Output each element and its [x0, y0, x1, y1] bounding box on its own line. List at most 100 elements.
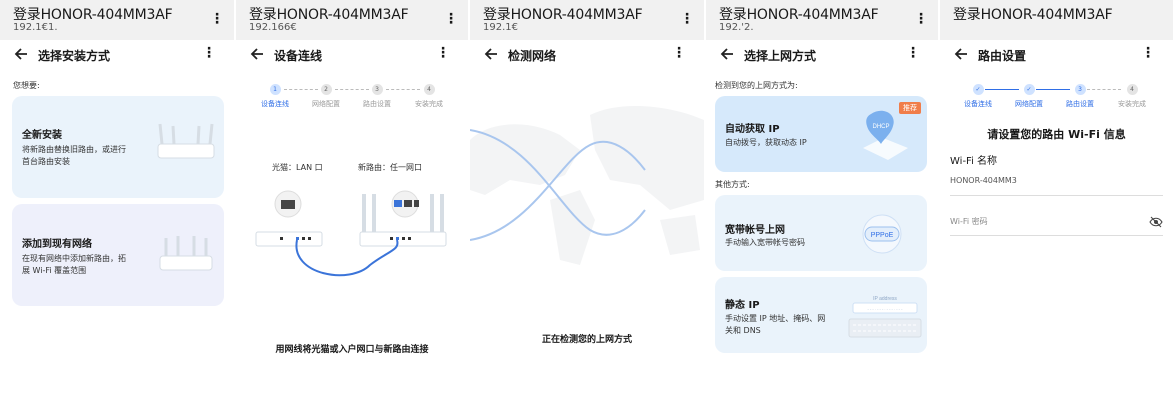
desc-line: 在现有网络中添加新路由，拓 [22, 254, 126, 263]
step-check-icon: ✓ [972, 84, 984, 95]
option-title: 全新安装 [22, 130, 62, 141]
step-number: 4 [1126, 84, 1138, 95]
wifi-password-field[interactable]: Wi-Fi 密码 [950, 216, 1163, 236]
window-title: 登录HONOR-404MM3AF [13, 7, 173, 23]
step-number: 1 [269, 84, 281, 95]
router-illustration [157, 123, 215, 159]
browser-title-bar: 登录HONOR-404MM3AF 192.166€ ⋮ [236, 0, 468, 40]
more-options-icon[interactable]: ⋮ [436, 45, 450, 61]
browser-menu-icon[interactable]: ⋮ [914, 11, 928, 27]
page-title: 选择上网方式 [744, 49, 817, 63]
lan-port-icon [281, 200, 295, 209]
step-number: 4 [423, 84, 435, 95]
step-label: 路由设置 [363, 100, 391, 108]
prompt-text: 您想要: [13, 81, 40, 90]
browser-menu-icon[interactable]: ⋮ [680, 11, 694, 27]
back-arrow-icon[interactable] [248, 44, 268, 64]
continent-shape [660, 215, 700, 255]
continent-shape [550, 190, 595, 265]
option-pppoe[interactable]: 宽带帐号上网 手动输入宽带帐号密码 PPPoE [715, 195, 927, 271]
step-3: 3 路由设置 [1050, 84, 1110, 109]
more-options-icon[interactable]: ⋮ [202, 45, 216, 61]
address-text: 192.1€ [483, 22, 518, 33]
page-header: 选择上网方式 ⋮ [706, 40, 938, 70]
wifi-name-value: HONOR-404MM3 [950, 176, 1017, 185]
pppoe-icon-text: PPPoE [871, 232, 894, 239]
dhcp-icon-text: DHCP [872, 124, 889, 130]
desc-line: 将新路由替换旧路由，或进行 [22, 145, 126, 154]
page-header: 设备连线 ⋮ [236, 40, 468, 70]
option-add-to-network[interactable]: 添加到现有网络 在现有网络中添加新路由，拓 展 Wi-Fi 覆盖范围 [12, 204, 224, 306]
step-label: 路由设置 [1066, 100, 1094, 108]
option-new-install[interactable]: 全新安装 将新路由替换旧路由，或进行 首台路由安装 [12, 96, 224, 198]
detect-wave [470, 129, 646, 236]
settings-heading: 请设置您的路由 Wi-Fi 信息 [987, 128, 1126, 141]
option-desc: 在现有网络中添加新路由，拓 展 Wi-Fi 覆盖范围 [22, 253, 126, 277]
ip-icon-subtext: - - - . - - - . - - - . - - - [868, 306, 904, 311]
option-title: 静态 IP [725, 300, 760, 311]
detect-wave [470, 140, 646, 241]
ip-icon-text: IP address [873, 296, 897, 302]
eye-hidden-icon[interactable] [1149, 216, 1163, 228]
page-title: 设备连线 [274, 49, 323, 63]
wifi-name-label: Wi-Fi 名称 [950, 156, 998, 167]
modem-icon [255, 231, 323, 247]
step-label: 设备连线 [964, 100, 992, 108]
step-1: ✓ 设备连线 [948, 84, 1008, 109]
router-port-label: 新路由：任一网口 [358, 163, 422, 172]
page-title: 路由设置 [978, 49, 1027, 63]
option-static-ip[interactable]: 静态 IP 手动设置 IP 地址、掩码、网 关和 DNS IP address … [715, 277, 927, 353]
back-arrow-icon[interactable] [482, 44, 502, 64]
address-text: 192.1€1. [13, 22, 58, 33]
browser-title-bar: 登录HONOR-404MM3AF 192.1€ ⋮ [470, 0, 704, 40]
step-label: 安装完成 [1118, 100, 1146, 108]
page-header: 检测网络 ⋮ [470, 40, 704, 70]
more-options-icon[interactable]: ⋮ [906, 45, 920, 61]
desc-line: 关和 DNS [725, 326, 761, 335]
option-desc: 手动设置 IP 地址、掩码、网 关和 DNS [725, 313, 825, 337]
option-dhcp[interactable]: 自动获取 IP 自动拨号，获取动态 IP 推荐 DHCP [715, 96, 927, 172]
pppoe-icon: PPPoE [862, 214, 902, 254]
browser-title-bar: 登录HONOR-404MM3AF 192.'2. ⋮ [706, 0, 938, 40]
option-desc: 手动输入宽带帐号密码 [725, 238, 805, 247]
browser-menu-icon[interactable]: ⋮ [444, 11, 458, 27]
static-ip-icon: IP address - - - . - - - . - - - . - - - [848, 296, 922, 338]
page-title: 选择安装方式 [38, 49, 111, 63]
router-illustration [159, 236, 213, 271]
step-connector [284, 89, 318, 90]
detecting-caption: 正在检测您的上网方式 [541, 335, 632, 345]
browser-title-bar: 登录HONOR-404MM3AF 192.1€1. ⋮ [0, 0, 234, 40]
back-arrow-icon[interactable] [718, 44, 738, 64]
step-connector [386, 89, 420, 90]
more-options-icon[interactable]: ⋮ [672, 45, 686, 61]
instruction-caption: 用网线将光猫或入户网口与新路由连接 [275, 345, 429, 355]
network-cable [295, 239, 399, 277]
page-header: 路由设置 ⋮ [940, 40, 1173, 70]
step-number: 3 [1074, 84, 1086, 95]
step-connector [985, 89, 1019, 90]
modem-port-label: 光猫：LAN 口 [272, 163, 323, 172]
back-arrow-icon[interactable] [12, 44, 32, 64]
screen-install-method: 登录HONOR-404MM3AF 192.1€1. ⋮ 选择安装方式 ⋮ 您想要… [0, 0, 234, 400]
option-title: 宽带帐号上网 [725, 225, 785, 236]
step-number: 2 [320, 84, 332, 95]
step-connector [1036, 89, 1070, 90]
step-check-icon: ✓ [1023, 84, 1035, 95]
browser-menu-icon[interactable]: ⋮ [210, 11, 224, 27]
dhcp-icon: DHCP [863, 110, 908, 160]
wifi-name-field[interactable]: HONOR-404MM3 [950, 176, 1163, 196]
desc-line: 首台路由安装 [22, 157, 70, 166]
step-connector [1087, 89, 1121, 90]
back-arrow-icon[interactable] [952, 44, 972, 64]
window-title: 登录HONOR-404MM3AF [953, 7, 1113, 23]
continent-shape [590, 105, 704, 210]
wifi-password-placeholder: Wi-Fi 密码 [950, 217, 988, 226]
step-connector [335, 89, 369, 90]
more-options-icon[interactable]: ⋮ [1141, 45, 1155, 61]
